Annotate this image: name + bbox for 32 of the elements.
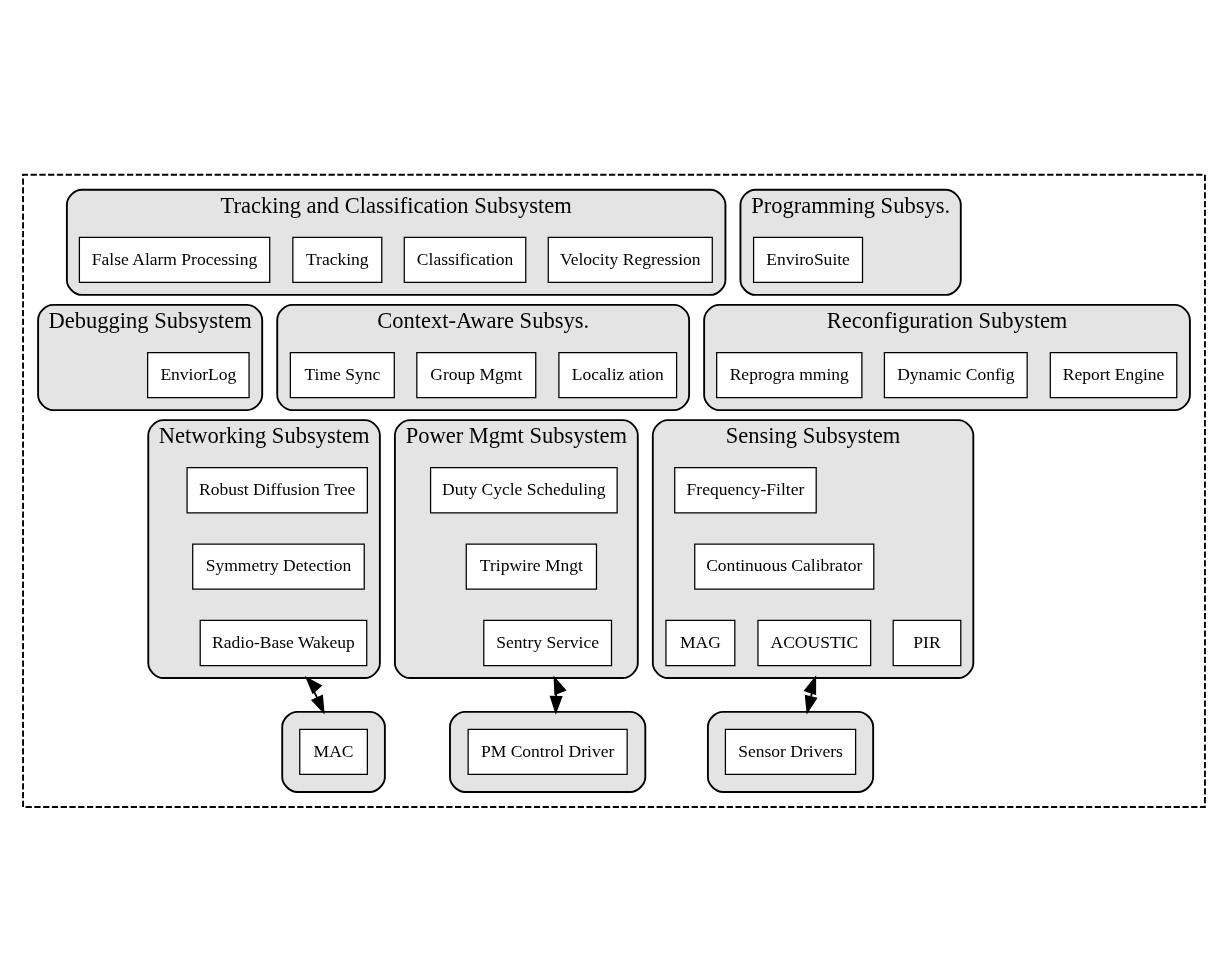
node-box: Sensor Drivers xyxy=(724,728,857,775)
node-box: Continuous Calibrator xyxy=(694,542,875,590)
node-box: Time Sync xyxy=(289,351,395,398)
node-box: Classification xyxy=(403,236,527,283)
node-box: Velocity Regression xyxy=(547,236,713,283)
node-box: PIR xyxy=(892,619,962,666)
node-box: Robust Diffusion Tree xyxy=(186,466,368,513)
node-box: Sentry Service xyxy=(483,619,613,666)
node-box: Dynamic Config xyxy=(883,351,1028,398)
node-box: MAG xyxy=(665,619,736,666)
node-box: Duty Cycle Scheduling xyxy=(429,466,618,513)
cluster xyxy=(706,710,875,793)
node-box: EnviorLog xyxy=(147,351,250,398)
node-box: PM Control Driver xyxy=(467,728,628,775)
node-box: Report Engine xyxy=(1049,351,1178,398)
node-box: Tracking xyxy=(292,236,383,283)
node-box: Radio-Base Wakeup xyxy=(199,619,368,666)
cluster xyxy=(281,710,386,793)
node-box: ACOUSTIC xyxy=(757,619,872,666)
node-box: MAC xyxy=(299,728,368,775)
cluster xyxy=(449,710,647,793)
node-box: Frequency-Filter xyxy=(674,466,817,513)
node-box: EnviroSuite xyxy=(752,236,864,283)
node-box: Symmetry Detection xyxy=(192,542,365,590)
cluster xyxy=(22,173,1206,808)
arrow xyxy=(304,675,325,714)
node-box: Localiz ation xyxy=(558,351,678,398)
node-box: Group Mgmt xyxy=(416,351,537,398)
node-box: Reprogra mming xyxy=(716,351,863,398)
arrow xyxy=(549,674,567,715)
node-box: Tripwire Mngt xyxy=(465,542,598,590)
node-box: False Alarm Processing xyxy=(78,236,271,283)
